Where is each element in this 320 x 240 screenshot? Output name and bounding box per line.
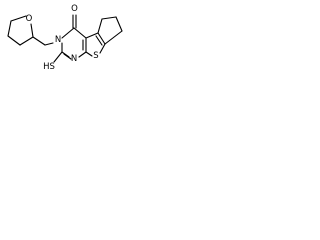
bond-th-c3-c2 <box>97 32 106 45</box>
bond-pyr-c7a-n1 <box>78 51 87 58</box>
atom-label-thiol-group: HS <box>43 62 55 72</box>
cyclopentene-ring <box>97 16 123 45</box>
tetrahydrofuran-ring <box>7 15 34 46</box>
atom-label-ring-oxygen: O <box>26 14 33 24</box>
atom-label-thiophene-sulfur: S <box>93 51 98 61</box>
bond-th-c2-s <box>99 43 106 54</box>
bond-th-s-c7a <box>85 51 93 57</box>
bond-thf-1 <box>7 20 12 37</box>
atom-label-ring-nitrogen: N <box>71 54 77 64</box>
atom-label-carbonyl-oxygen: O <box>71 4 78 14</box>
bond-cp-2 <box>101 16 117 20</box>
thiophene-ring <box>85 32 106 57</box>
bond-linker-2 <box>44 42 54 46</box>
atom-label-amide-nitrogen: N <box>55 35 61 45</box>
bond-cp-1 <box>97 18 103 34</box>
bond-thf-4 <box>30 23 34 38</box>
bond-pyr-c2-n1-double <box>63 53 72 60</box>
bond-pyr-c4-c4a <box>73 27 87 39</box>
bond-thf-5 <box>10 15 27 22</box>
chemical-structure-diagram: O O N N S HS <box>7 4 123 72</box>
bond-linker-1 <box>32 36 46 46</box>
bond-th-c3-c2-double <box>95 35 103 46</box>
bond-cp-4 <box>104 30 123 45</box>
pyrimidinone-ring <box>61 27 87 60</box>
bond-c2-sh <box>53 51 63 63</box>
bond-cp-3 <box>115 16 123 32</box>
bond-thf-2 <box>7 35 21 46</box>
bond-th-c4a-c3 <box>85 32 99 39</box>
bond-pyr-n3-c4 <box>61 27 75 39</box>
bond-thf-3 <box>19 36 34 46</box>
